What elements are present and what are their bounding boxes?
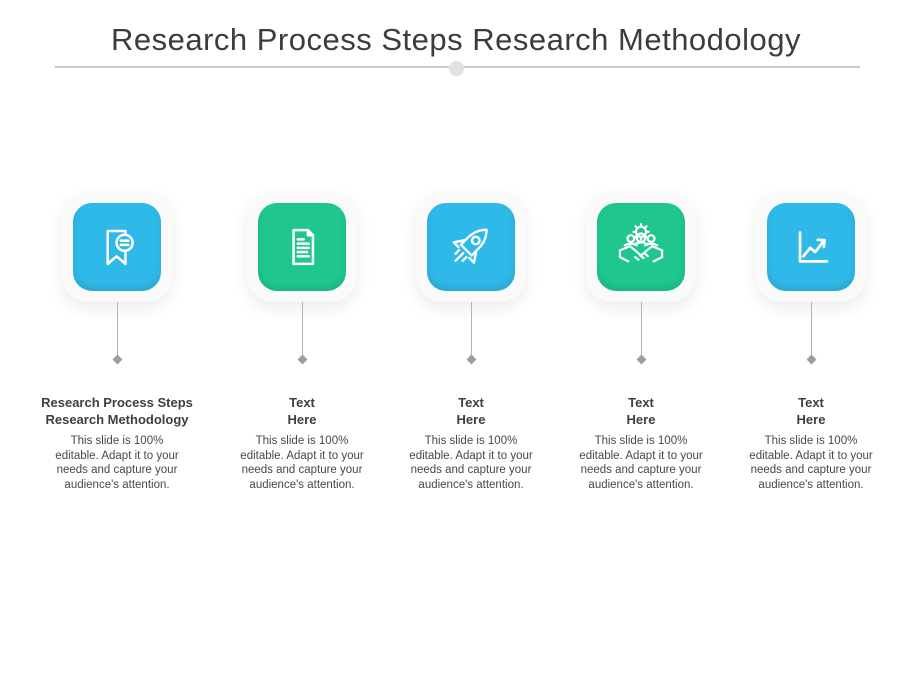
- connector-line: [301, 302, 303, 355]
- step-description: This slide is 100% editable. Adapt it to…: [409, 435, 533, 491]
- icon-tile: [73, 203, 161, 291]
- icon-card: [586, 192, 696, 302]
- step-heading: Text Here: [626, 395, 656, 427]
- line-chart-icon: [798, 231, 829, 263]
- step-description: This slide is 100% editable. Adapt it to…: [749, 435, 873, 491]
- connector-dot: [466, 354, 476, 365]
- step-heading: Text Here: [287, 395, 317, 427]
- connector-line: [640, 302, 642, 355]
- handshake-gear-icon: [618, 223, 664, 263]
- step-column-4: Text Here This slide is 100% editable. A…: [551, 192, 731, 492]
- connector-dot: [636, 354, 646, 365]
- step-column-5: Text Here This slide is 100% editable. A…: [721, 192, 901, 492]
- step-description: This slide is 100% editable. Adapt it to…: [579, 435, 703, 491]
- step-heading: Text Here: [456, 395, 486, 427]
- icon-card: [247, 192, 357, 302]
- bookmark-search-icon: [106, 229, 134, 266]
- icon-card: [62, 192, 172, 302]
- step-column-1: Research Process Steps Research Methodol…: [27, 192, 207, 492]
- icon-tile: [258, 203, 346, 291]
- connector-dot: [112, 354, 122, 365]
- step-column-2: Text Here This slide is 100% editable. A…: [212, 192, 392, 492]
- rocket-icon: [452, 228, 488, 264]
- icon-tile: [427, 203, 515, 291]
- step-description: This slide is 100% editable. Adapt it to…: [55, 435, 179, 491]
- document-icon: [292, 228, 315, 266]
- icon-card: [756, 192, 866, 302]
- connector-dot: [297, 354, 307, 365]
- connector-line: [470, 302, 472, 355]
- connector-line: [810, 302, 812, 355]
- step-description: This slide is 100% editable. Adapt it to…: [240, 435, 364, 491]
- icon-tile: [767, 203, 855, 291]
- icon-card: [416, 192, 526, 302]
- icon-tile: [597, 203, 685, 291]
- connector-dot: [806, 354, 816, 365]
- connector-line: [116, 302, 118, 355]
- step-heading: Text Here: [796, 395, 826, 427]
- step-heading: Research Process Steps Research Methodol…: [41, 395, 193, 427]
- page-title: Research Process Steps Research Methodol…: [110, 22, 802, 57]
- divider-knob-circle: [449, 61, 464, 76]
- step-column-3: Text Here This slide is 100% editable. A…: [381, 192, 561, 492]
